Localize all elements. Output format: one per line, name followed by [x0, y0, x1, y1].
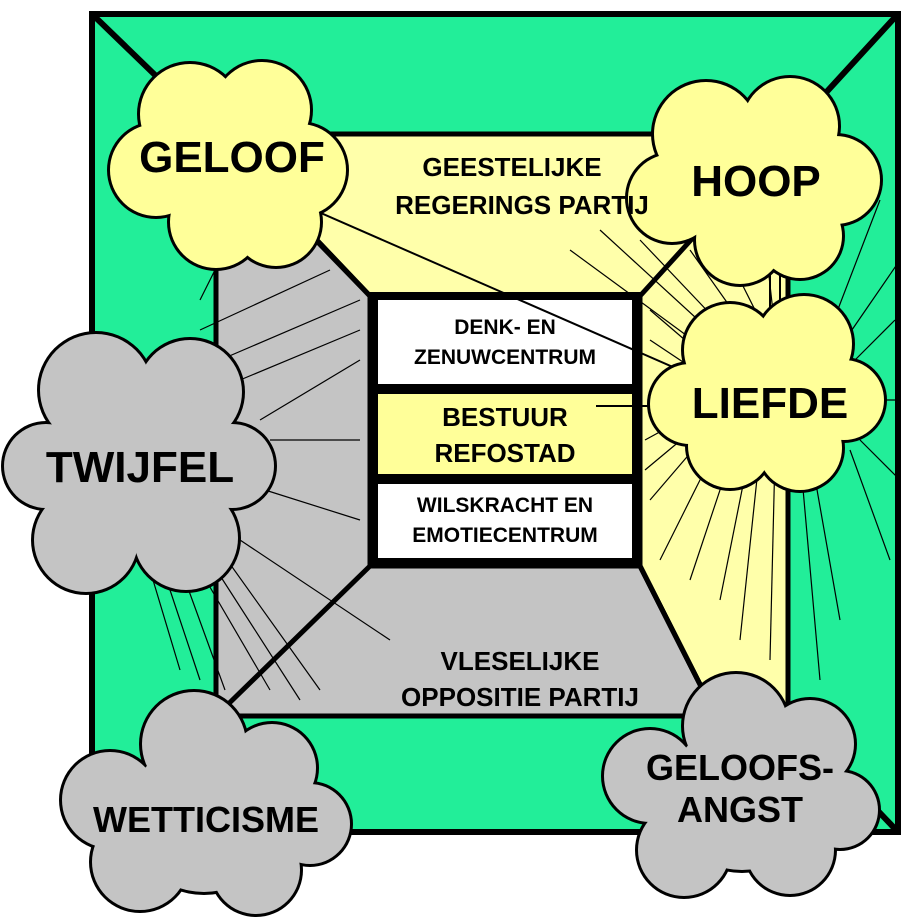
cloud-twijfel: [4, 334, 274, 592]
center-top-label-line2: ZENUWCENTRUM: [414, 346, 596, 369]
cloud-hoop-label: HOOP: [691, 157, 821, 206]
fleshly-zone-label-line2: OPPOSITIE PARTIJ: [401, 682, 639, 712]
cloud-twijfel-label: TWIJFEL: [46, 443, 234, 492]
center-top-label-line1: DENK- EN: [454, 316, 556, 339]
twijfel-rays: [149, 269, 391, 701]
cloud-geloof-label: GELOOF: [139, 133, 325, 182]
fleshly-zone-label-line1: VLESELIJKE: [441, 646, 600, 676]
cloud-wetticisme-label: WETTICISME: [93, 799, 319, 840]
center-box-middle: [378, 394, 632, 474]
center-middle-label-line1: BESTUUR: [442, 402, 568, 432]
cloud-geloofsangst-label-line1: GELOOFS-: [646, 747, 834, 788]
cloud-geloofsangst-label-line2: ANGST: [677, 789, 803, 830]
center-block: [368, 292, 642, 566]
spiritual-zone-label-line1: GEESTELIJKE: [422, 152, 601, 182]
center-box-bottom: [378, 484, 632, 558]
center-bottom-label-line1: WILSKRACHT EN: [417, 494, 593, 517]
line-geloof-liefde: [281, 195, 731, 393]
cloud-geloofsangst: [604, 674, 878, 896]
center-middle-label-line2: REFOSTAD: [434, 438, 575, 468]
spiritual-zone-label-line2: REGERINGS PARTIJ: [395, 190, 649, 220]
cloud-wetticisme: [62, 692, 350, 914]
cloud-liefde: [650, 296, 884, 490]
cloud-geloof: [110, 62, 346, 268]
inner-diagonal-bottom-left: [214, 564, 372, 718]
center-box-top: [378, 300, 632, 384]
cloud-liefde-label: LIEFDE: [692, 379, 848, 428]
center-bottom-label-line2: EMOTIECENTRUM: [412, 524, 598, 547]
cloud-hoop: [628, 78, 880, 284]
